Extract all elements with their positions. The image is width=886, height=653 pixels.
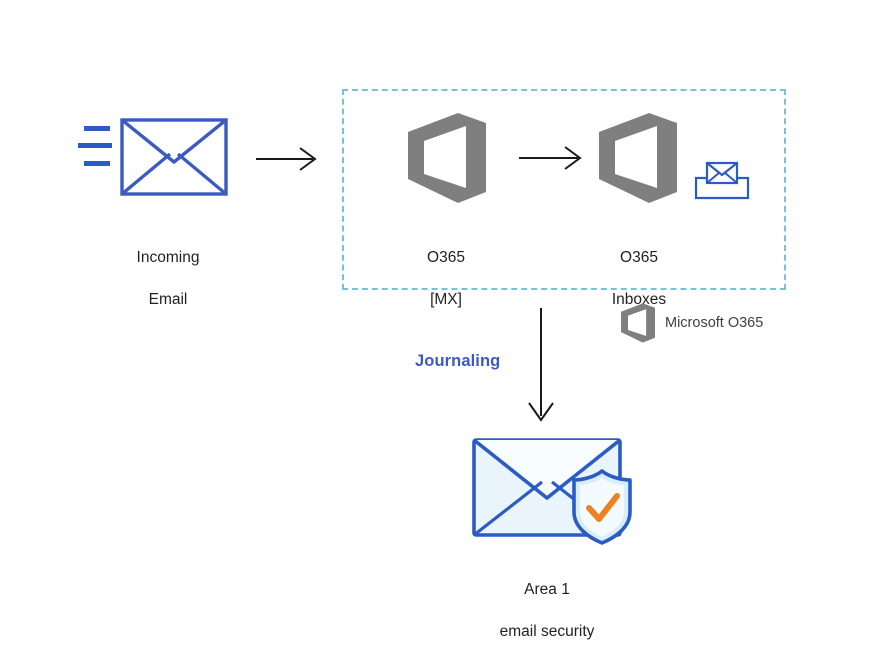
label-area1-email-security: Area 1 email security	[462, 558, 632, 653]
arrow-down-icon	[528, 308, 554, 422]
o365-inner-panel	[424, 126, 466, 188]
motion-line-bottom	[84, 161, 110, 166]
area1-envelope-flap	[472, 438, 622, 500]
label-o365-inboxes: O365 Inboxes	[575, 226, 703, 331]
label-o365-mx: O365 [MX]	[382, 226, 510, 331]
email-shield-check-icon	[472, 438, 632, 545]
label-o365-inboxes-line1: O365	[620, 249, 658, 266]
node-o365-mx	[406, 112, 488, 204]
arrow-right-icon	[256, 147, 317, 171]
inbox-tray-fold-right	[723, 171, 738, 184]
legend-microsoft-o365: Microsoft O365	[620, 303, 763, 343]
label-area1-line2: email security	[499, 623, 595, 640]
legend-label: Microsoft O365	[665, 315, 764, 331]
area1-envelope-flap-fill	[474, 440, 620, 498]
label-incoming-email-line1: Incoming	[136, 249, 200, 266]
envelope-flap	[120, 118, 228, 164]
o365-inner-panel	[615, 126, 657, 188]
arrow-right-icon	[519, 146, 582, 170]
area1-envelope-fold-left	[473, 480, 543, 537]
motion-line-top	[84, 126, 110, 131]
label-incoming-email: Incoming Email	[88, 226, 248, 331]
label-o365-mx-line1: O365	[427, 249, 465, 266]
label-area1-line1: Area 1	[524, 581, 570, 598]
node-o365-inboxes	[597, 112, 679, 204]
node-inbox-tray	[694, 160, 750, 202]
connector-mx-to-inboxes	[519, 144, 583, 172]
area1-shield-inner	[580, 477, 624, 537]
envelope-fold-left	[120, 152, 172, 196]
label-o365-inboxes-line2: Inboxes	[611, 291, 667, 308]
envelope-fold-right	[176, 152, 228, 196]
connector-incoming-to-mx	[256, 145, 318, 173]
connector-inboxes-to-area1	[523, 308, 563, 422]
area1-check-icon	[586, 493, 620, 522]
o365-boundary-region	[342, 89, 786, 290]
o365-right-face	[466, 123, 486, 192]
motion-line-middle	[78, 143, 112, 148]
inbox-tray-envelope-flap	[706, 162, 738, 177]
o365-inner-panel	[628, 309, 647, 337]
inbox-tray-envelope-icon	[694, 161, 750, 200]
o365-right-face	[657, 123, 677, 192]
connector-label-journaling: Journaling	[415, 352, 501, 370]
office-365-logo-icon	[408, 113, 486, 203]
node-area1-email-security	[470, 434, 635, 545]
envelope-with-motion-lines-icon	[78, 118, 228, 196]
label-o365-mx-line2: [MX]	[430, 291, 462, 308]
o365-right-face	[646, 307, 655, 338]
node-incoming-email	[78, 118, 228, 210]
inbox-tray-fold-left	[706, 171, 721, 184]
office-365-logo-icon	[621, 303, 655, 343]
office-365-logo-icon	[599, 113, 677, 203]
label-incoming-email-line2: Email	[148, 291, 188, 308]
